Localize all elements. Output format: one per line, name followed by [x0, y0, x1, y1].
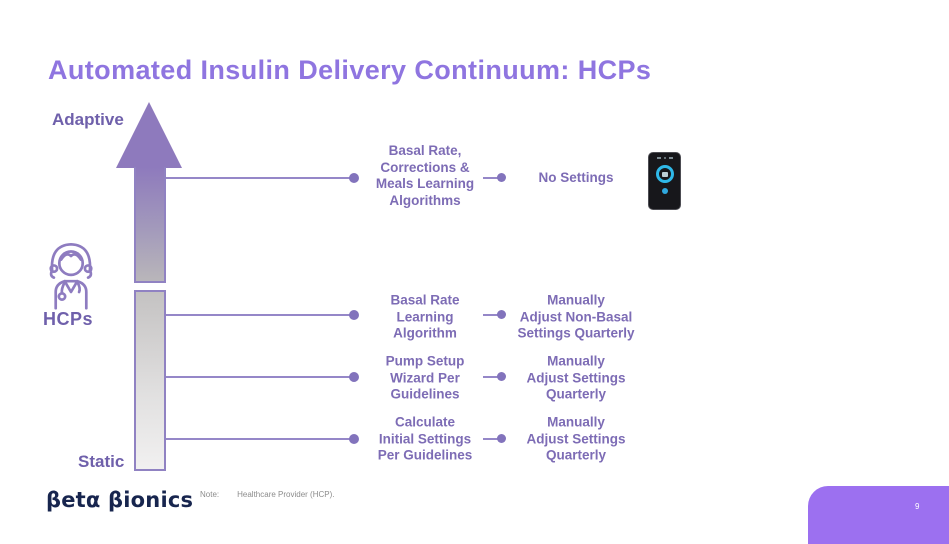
row3-link-dot [497, 372, 506, 381]
ilet-pump-device-image [648, 152, 681, 210]
continuum-arrow-shaft-static [134, 290, 166, 471]
hcps-label: HCPs [43, 309, 94, 329]
slide-corner-accent [808, 486, 949, 544]
row3-connector-line [166, 376, 352, 378]
continuum-arrow-head [116, 102, 182, 168]
row4-connector-dot [349, 434, 359, 444]
row1-capability-text: Basal Rate, Corrections & Meals Learning… [375, 143, 475, 208]
page-number: 9 [915, 502, 920, 511]
row1-link-dot [497, 173, 506, 182]
row4-link-line [483, 438, 499, 440]
row4-hcp-action-text: Manually Adjust Settings Quarterly [526, 414, 626, 463]
row3-hcp-action-text: Manually Adjust Settings Quarterly [526, 353, 626, 402]
doctor-icon [49, 242, 93, 310]
row4-link-dot [497, 434, 506, 443]
beta-bionics-logo: βetα βionics [46, 488, 194, 512]
row2-link-line [483, 314, 499, 316]
row1-hcp-action-text: No Settings [538, 169, 614, 185]
device-home-button [661, 188, 668, 194]
row1-connector-line [166, 177, 352, 179]
row4-connector-line [166, 438, 352, 440]
row2-link-dot [497, 310, 506, 319]
footnote-text: Healthcare Provider (HCP). [237, 490, 335, 499]
device-glucose-ring-icon [655, 165, 674, 183]
device-status-icons [656, 157, 673, 159]
row3-capability-text: Pump Setup Wizard Per Guidelines [385, 353, 465, 402]
footnote: Note: Healthcare Provider (HCP). [200, 490, 335, 499]
row1-connector-dot [349, 173, 359, 183]
slide-title: Automated Insulin Delivery Continuum: HC… [48, 55, 652, 85]
row3-link-line [483, 376, 499, 378]
row1-link-line [483, 177, 499, 179]
row3-connector-dot [349, 372, 359, 382]
adaptive-label: Adaptive [52, 110, 124, 129]
footnote-label: Note: [200, 490, 220, 499]
static-label: Static [78, 452, 125, 471]
continuum-arrow-shaft-adaptive [134, 167, 166, 283]
row4-capability-text: Calculate Initial Settings Per Guideline… [377, 414, 473, 463]
row2-capability-text: Basal Rate Learning Algorithm [390, 292, 460, 341]
row2-hcp-action-text: Manually Adjust Non-Basal Settings Quart… [517, 292, 635, 341]
row2-connector-line [166, 314, 352, 316]
row2-connector-dot [349, 310, 359, 320]
